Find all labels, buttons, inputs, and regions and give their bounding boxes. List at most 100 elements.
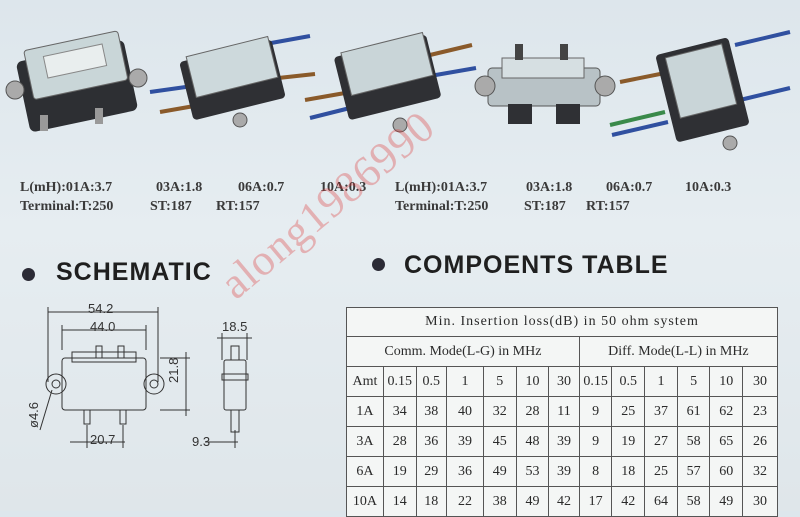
table-cell: 58 bbox=[676, 486, 711, 517]
table-cell: 17 bbox=[578, 486, 613, 517]
table-column-header-row: Amt 0.15 0.5 1 5 10 30 0.15 0.5 1 5 10 3… bbox=[346, 366, 778, 397]
product-photos bbox=[5, 30, 791, 151]
table-cell: 65 bbox=[709, 426, 744, 457]
filter-photo-2 bbox=[149, 34, 316, 128]
table-cell: 40 bbox=[446, 396, 484, 427]
dim-side-width: 18.5 bbox=[222, 319, 248, 334]
table-bullet bbox=[372, 258, 385, 271]
table-column-header: 0.5 bbox=[611, 366, 646, 397]
table-cell: 32 bbox=[742, 456, 778, 487]
table-column-header: 30 bbox=[548, 366, 580, 397]
table-header-diff: Diff. Mode(L-L) in MHz bbox=[578, 336, 779, 367]
table-column-header: 1 bbox=[446, 366, 484, 397]
table-cell: 38 bbox=[482, 486, 517, 517]
table-cell: 29 bbox=[415, 456, 448, 487]
table-column-header: 10 bbox=[515, 366, 550, 397]
spec-left-rt: RT:157 bbox=[216, 199, 260, 214]
table-cell: 30 bbox=[742, 486, 778, 517]
dim-height: 21.8 bbox=[166, 357, 181, 383]
table-cell: 6A bbox=[346, 456, 384, 487]
table-cell: 25 bbox=[611, 396, 646, 427]
table-row: 10A 14 18 22 38 49 42 17 42 64 58 49 30 bbox=[346, 486, 778, 517]
table-cell: 26 bbox=[742, 426, 778, 457]
table-cell: 58 bbox=[676, 426, 711, 457]
table-cell: 10A bbox=[346, 486, 384, 517]
spec-right-rt: RT:157 bbox=[586, 199, 630, 214]
table-cell: 36 bbox=[415, 426, 448, 457]
table-cell: 42 bbox=[548, 486, 580, 517]
table-column-header: 30 bbox=[742, 366, 778, 397]
table-cell: 28 bbox=[515, 396, 550, 427]
table-row: 3A 28 36 39 45 48 39 9 19 27 58 65 26 bbox=[346, 426, 778, 457]
schematic-bullet bbox=[22, 268, 35, 281]
table-column-header: 10 bbox=[709, 366, 744, 397]
table-cell: 49 bbox=[482, 456, 517, 487]
spec-left-06a: 06A:0.7 bbox=[238, 180, 285, 195]
table-column-header: 0.15 bbox=[382, 366, 417, 397]
spec-left-terminal: Terminal:T:250 bbox=[20, 199, 114, 214]
table-cell: 53 bbox=[515, 456, 550, 487]
table-cell: 19 bbox=[382, 456, 417, 487]
table-cell: 57 bbox=[676, 456, 711, 487]
table-column-header: 0.15 bbox=[578, 366, 613, 397]
table-cell: 38 bbox=[415, 396, 448, 427]
spec-left-st: ST:187 bbox=[150, 199, 192, 214]
table-cell: 42 bbox=[611, 486, 646, 517]
table-cell: 48 bbox=[515, 426, 550, 457]
spec-right-06a: 06A:0.7 bbox=[606, 180, 653, 195]
schematic-drawing bbox=[39, 307, 252, 448]
table-cell: 39 bbox=[548, 456, 580, 487]
table-cell: 39 bbox=[446, 426, 484, 457]
table-row: 6A 19 29 36 49 53 39 8 18 25 57 60 32 bbox=[346, 456, 778, 487]
components-table: Min. Insertion loss(dB) in 50 ohm system… bbox=[346, 307, 779, 517]
filter-photo-1 bbox=[5, 30, 148, 132]
table-cell: 23 bbox=[742, 396, 778, 427]
table-header-comm: Comm. Mode(L-G) in MHz bbox=[346, 336, 580, 367]
table-cell: 36 bbox=[446, 456, 484, 487]
table-column-header: 1 bbox=[644, 366, 678, 397]
dim-width-body: 44.0 bbox=[90, 319, 116, 334]
table-column-header: Amt bbox=[346, 366, 384, 397]
schematic-title: SCHEMATIC bbox=[56, 258, 212, 286]
table-cell: 11 bbox=[548, 396, 580, 427]
table-column-header: 0.5 bbox=[415, 366, 448, 397]
table-cell: 39 bbox=[548, 426, 580, 457]
table-cell: 34 bbox=[382, 396, 417, 427]
table-header-main: Min. Insertion loss(dB) in 50 ohm system bbox=[346, 307, 778, 337]
table-title: COMPOENTS TABLE bbox=[404, 251, 669, 279]
table-column-header: 5 bbox=[676, 366, 711, 397]
filter-photo-5 bbox=[609, 30, 791, 151]
table-cell: 3A bbox=[346, 426, 384, 457]
spec-right-inductance: L(mH):01A:3.7 bbox=[395, 180, 488, 195]
table-cell: 49 bbox=[515, 486, 550, 517]
table-cell: 64 bbox=[644, 486, 678, 517]
table-cell: 61 bbox=[676, 396, 711, 427]
dim-side-pin: 9.3 bbox=[192, 434, 211, 449]
filter-photo-4 bbox=[474, 44, 616, 124]
table-cell: 25 bbox=[644, 456, 678, 487]
table-cell: 14 bbox=[382, 486, 417, 517]
table-column-header: 5 bbox=[482, 366, 517, 397]
table-cell: 22 bbox=[446, 486, 484, 517]
table-cell: 27 bbox=[644, 426, 678, 457]
table-cell: 18 bbox=[415, 486, 448, 517]
dim-hole: ø4.6 bbox=[26, 401, 41, 428]
spec-left-10a: 10A:0.3 bbox=[320, 180, 367, 195]
spec-left-03a: 03A:1.8 bbox=[156, 180, 203, 195]
spec-right-03a: 03A:1.8 bbox=[526, 180, 573, 195]
table-cell: 32 bbox=[482, 396, 517, 427]
table-cell: 18 bbox=[611, 456, 646, 487]
table-cell: 37 bbox=[644, 396, 678, 427]
spec-right-terminal: Terminal:T:250 bbox=[395, 199, 489, 214]
dim-width-total: 54.2 bbox=[88, 301, 114, 316]
table-cell: 28 bbox=[382, 426, 417, 457]
table-cell: 9 bbox=[578, 426, 613, 457]
table-cell: 9 bbox=[578, 396, 613, 427]
table-cell: 60 bbox=[709, 456, 744, 487]
table-cell: 62 bbox=[709, 396, 744, 427]
spec-left-inductance: L(mH):01A:3.7 bbox=[20, 180, 113, 195]
table-cell: 8 bbox=[578, 456, 613, 487]
table-row: 1A 34 38 40 32 28 11 9 25 37 61 62 23 bbox=[346, 396, 778, 427]
spec-right-st: ST:187 bbox=[524, 199, 566, 214]
table-cell: 19 bbox=[611, 426, 646, 457]
